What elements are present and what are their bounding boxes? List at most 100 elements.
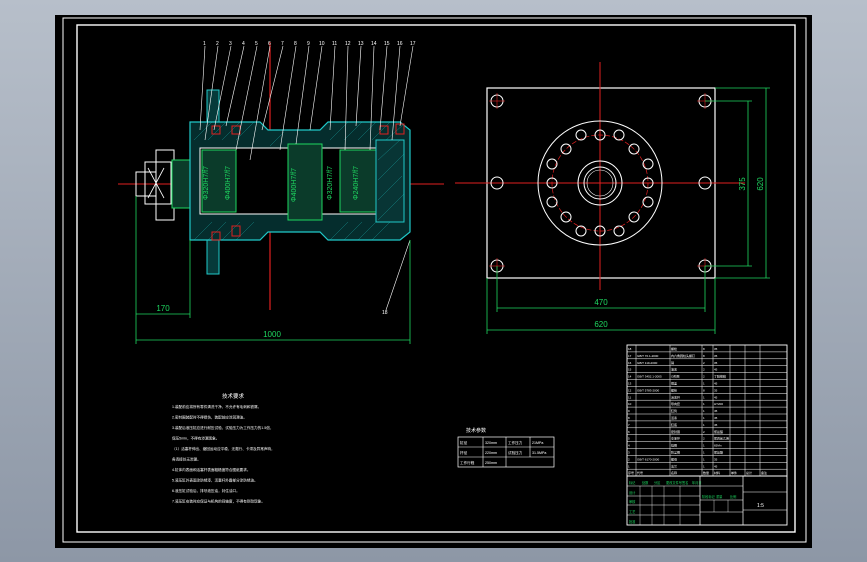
svg-text:3: 3 bbox=[229, 41, 232, 47]
bom-cell: 35 bbox=[714, 457, 718, 461]
oil-port-bottom bbox=[231, 225, 241, 237]
bom-cell: 2 bbox=[703, 361, 705, 365]
pcd-bolt-holes bbox=[546, 129, 654, 237]
bom-cell: 油塞 bbox=[671, 367, 677, 372]
tech-req-line: 7.液压缸安装时应保证与机构的同轴度，不得有别劲现象。 bbox=[172, 499, 265, 504]
piston bbox=[287, 143, 323, 221]
tech-req-line: 5.液压缸外表面涂防锈漆，活塞杆外露部分涂防锈油。 bbox=[172, 478, 258, 483]
bom-cell: 12 bbox=[628, 388, 632, 392]
spec-cell: 320mm bbox=[485, 441, 497, 445]
spec-cell: 工作压力 bbox=[508, 440, 523, 445]
fit-labels: Φ320H7/f7 Φ400H7/f7 Φ400H7/f7 Φ320H7/f7 … bbox=[203, 166, 360, 202]
tech-req-line: 各连接处无渗漏。 bbox=[172, 457, 201, 462]
sheet-border-outer bbox=[62, 17, 807, 543]
bom-cell: 丁腈橡胶 bbox=[714, 374, 726, 379]
bom-cell: GB/T 6170-2000 bbox=[637, 457, 659, 461]
bom-header-cell: 单件 bbox=[731, 470, 737, 475]
spec-cell: 31.5MPa bbox=[532, 451, 546, 455]
bom-cell: 法兰 bbox=[671, 463, 677, 468]
bom-cell: 45 bbox=[714, 416, 718, 420]
bom-cell: GB/T 3452.1-2005 bbox=[637, 375, 662, 379]
bom-cell: 45 bbox=[714, 368, 718, 372]
dim-plate-height: 620 bbox=[756, 177, 765, 191]
bom-cell: 1 bbox=[703, 409, 705, 413]
section-view: Φ320H7/f7 Φ400H7/f7 Φ400H7/f7 Φ320H7/f7 … bbox=[118, 41, 444, 344]
bom-cell: 缸筒 bbox=[671, 408, 677, 413]
bom-header-cell: 序号 bbox=[628, 470, 634, 475]
bom-cell: 1 bbox=[703, 416, 705, 420]
bom-cell: 65Mn bbox=[714, 444, 722, 448]
bom-cell: HT200 bbox=[714, 402, 723, 406]
bom-cell: 3 bbox=[628, 451, 630, 455]
rod-end-collar bbox=[144, 161, 172, 205]
bom-cell: 密封圈 bbox=[671, 429, 680, 434]
tech-req-line: （1）活塞杆伸出、缩回运动应平稳，无爬行、卡滞及异常声响， bbox=[172, 446, 275, 451]
bom-cell: 15 bbox=[628, 368, 632, 372]
fit-label: Φ400H7/f7 bbox=[225, 166, 232, 200]
spec-cell: 21MPa bbox=[532, 441, 543, 445]
bom-cell: GB/T 5783-2000 bbox=[637, 388, 659, 392]
tech-req-line: 6.液压缸试验后，排尽液压油，封住油口。 bbox=[172, 488, 240, 493]
spec-cell: 220mm bbox=[485, 451, 497, 455]
svg-text:1: 1 bbox=[203, 41, 206, 47]
svg-text:2: 2 bbox=[216, 41, 219, 47]
bom-cell: 16 bbox=[628, 361, 632, 365]
bom-cell: 9 bbox=[628, 409, 630, 413]
bom-cell: 2 bbox=[628, 457, 630, 461]
bom-cell: 5 bbox=[628, 437, 630, 441]
bom-cell: 35 bbox=[714, 347, 718, 351]
center-bore-thread bbox=[586, 169, 614, 197]
title-block-label: 标记 bbox=[629, 480, 636, 485]
bom-cell: 45 bbox=[714, 423, 718, 427]
center-bore-inner bbox=[583, 166, 617, 200]
tech-req-title: 技术要求 bbox=[222, 392, 245, 400]
svg-text:16: 16 bbox=[397, 41, 403, 47]
bom-cell: 4 bbox=[628, 444, 630, 448]
bom-cell: 2 bbox=[703, 368, 705, 372]
bom-cell: 1 bbox=[703, 402, 705, 406]
bom-cell: 7 bbox=[628, 423, 630, 427]
bom-cell: 支承环 bbox=[671, 436, 680, 441]
title-block-label: 更改文件号 bbox=[666, 480, 682, 485]
bom-cell: 螺母 bbox=[671, 456, 677, 461]
tech-req-line: 3.装配后液压缸应进行耐压试验，试验压力为工作压力的1.5倍， bbox=[172, 425, 273, 430]
bom-header-cell: 备注 bbox=[761, 470, 767, 475]
svg-text:8: 8 bbox=[294, 41, 297, 47]
svg-text:9: 9 bbox=[307, 41, 310, 47]
fit-label: Φ400H7/f7 bbox=[291, 168, 298, 202]
bom-cell: 螺栓 bbox=[671, 346, 677, 351]
svg-text:7: 7 bbox=[281, 41, 284, 47]
title-block-label: 比例 bbox=[730, 494, 736, 499]
bom-cell: 45 bbox=[714, 382, 718, 386]
bom-cell: 14 bbox=[628, 375, 632, 379]
top-mount-flange bbox=[206, 89, 220, 125]
bom-header-cell: 材料 bbox=[714, 470, 720, 475]
title-block-label: 处数 bbox=[642, 480, 649, 485]
bom-cell: 18 bbox=[628, 347, 632, 351]
guide-sleeve bbox=[201, 149, 237, 213]
bom-header-cell: 数量 bbox=[703, 470, 709, 475]
tech-req-line: 4.缸体内表面和活塞杆表面粗糙度符合图纸要求。 bbox=[172, 467, 250, 472]
bom-cell: 内六角圆柱头螺钉 bbox=[671, 353, 695, 358]
bom-cell: 挡圈 bbox=[671, 443, 677, 448]
bom-cell: 35 bbox=[714, 361, 718, 365]
flange-top-view: 470 620 375 620 bbox=[455, 62, 770, 334]
bom-cell: 35 bbox=[714, 388, 718, 392]
bom-header-cell: 总计 bbox=[746, 470, 752, 475]
cad-drawing-canvas: Φ320H7/f7 Φ400H7/f7 Φ400H7/f7 Φ320H7/f7 … bbox=[62, 17, 807, 543]
bom-cell: 缸底 bbox=[671, 422, 677, 427]
bom-cell: GB/T 119-2000 bbox=[637, 361, 658, 365]
svg-text:15: 15 bbox=[384, 41, 390, 47]
cad-viewport[interactable]: Φ320H7/f7 Φ400H7/f7 Φ400H7/f7 Φ320H7/f7 … bbox=[55, 15, 812, 548]
spec-cell: 250mm bbox=[485, 461, 497, 465]
technical-requirements: 技术要求 1.装配前应将所有零件清洗干净，不允许有毛刺和铁屑。2.密封圈装配时不… bbox=[172, 392, 275, 504]
spec-cell: 杆径 bbox=[460, 450, 468, 455]
dim-rod-extension: 170 bbox=[156, 304, 170, 313]
bom-cell: 8 bbox=[703, 347, 705, 351]
dim-bolt-spacing-height: 375 bbox=[738, 177, 747, 191]
svg-text:17: 17 bbox=[410, 41, 416, 47]
bom-cell: 45 bbox=[714, 395, 718, 399]
bom-cell: 聚四氟乙烯 bbox=[714, 436, 729, 441]
